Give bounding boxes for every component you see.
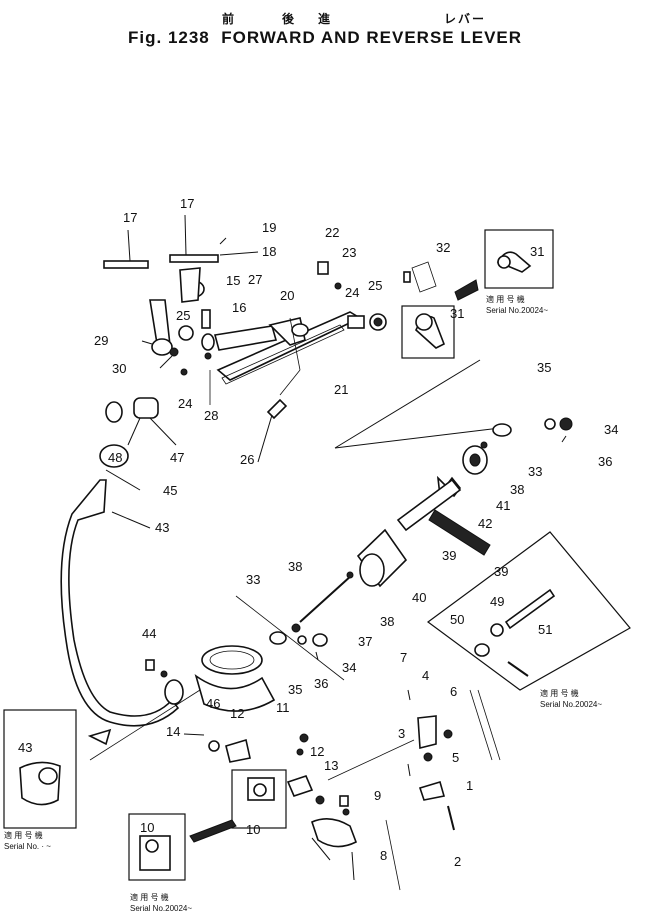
pin-shaft bbox=[396, 478, 462, 532]
label-44: 44 bbox=[142, 626, 156, 641]
label-24a: 24 bbox=[345, 285, 359, 300]
label-26: 26 bbox=[240, 452, 254, 467]
label-39b: 39 bbox=[494, 564, 508, 579]
label-3: 3 bbox=[398, 726, 405, 741]
label-46: 46 bbox=[206, 696, 220, 711]
label-7: 7 bbox=[400, 650, 407, 665]
label-2: 2 bbox=[454, 854, 461, 869]
figure-title: Fig. 1238 FORWARD AND REVERSE LEVER bbox=[128, 28, 522, 48]
label-24b: 24 bbox=[178, 396, 192, 411]
label-21: 21 bbox=[334, 382, 348, 397]
label-12b: 12 bbox=[310, 744, 324, 759]
part-labels: 17 17 19 18 15 27 16 20 22 23 24 25 25 2… bbox=[18, 196, 618, 869]
note-serial-31: Serial No.20024~ bbox=[486, 306, 548, 315]
label-5: 5 bbox=[452, 750, 459, 765]
label-33b: 33 bbox=[246, 572, 260, 587]
note-serial-10: Serial No.20024~ bbox=[130, 904, 192, 913]
label-15: 15 bbox=[226, 273, 240, 288]
label-49: 49 bbox=[490, 594, 504, 609]
label-10-inset: 10 bbox=[140, 820, 154, 835]
label-33a: 33 bbox=[528, 464, 542, 479]
label-9: 9 bbox=[374, 788, 381, 803]
label-41: 41 bbox=[496, 498, 510, 513]
label-22: 22 bbox=[325, 225, 339, 240]
label-11: 11 bbox=[276, 700, 290, 715]
label-30: 30 bbox=[112, 361, 126, 376]
label-17a: 17 bbox=[123, 210, 137, 225]
label-14: 14 bbox=[166, 724, 180, 739]
label-6: 6 bbox=[450, 684, 457, 699]
label-25a: 25 bbox=[368, 278, 382, 293]
label-50: 50 bbox=[450, 612, 464, 627]
knob-45 bbox=[99, 444, 129, 468]
sleeve-27 bbox=[213, 325, 278, 351]
label-1: 1 bbox=[466, 778, 473, 793]
english-title: FORWARD AND REVERSE LEVER bbox=[221, 28, 523, 47]
inset-lever-43 bbox=[3, 709, 77, 829]
label-29: 29 bbox=[94, 333, 108, 348]
label-28: 28 bbox=[204, 408, 218, 423]
label-42: 42 bbox=[478, 516, 492, 531]
label-32: 32 bbox=[436, 240, 450, 255]
label-39a: 39 bbox=[442, 548, 456, 563]
part-17-bar-top bbox=[169, 254, 219, 263]
label-36a: 36 bbox=[598, 454, 612, 469]
label-45: 45 bbox=[163, 483, 177, 498]
label-17b: 17 bbox=[180, 196, 194, 211]
label-31a: 31 bbox=[530, 244, 544, 259]
label-35a: 35 bbox=[537, 360, 551, 375]
label-19: 19 bbox=[262, 220, 276, 235]
label-37: 37 bbox=[358, 634, 372, 649]
note-kanji-51: 適 用 号 機 bbox=[540, 688, 579, 698]
label-38c: 38 bbox=[288, 559, 302, 574]
label-31b: 31 bbox=[450, 306, 464, 321]
label-23: 23 bbox=[342, 245, 356, 260]
label-48: 48 bbox=[108, 450, 122, 465]
label-16: 16 bbox=[232, 300, 246, 315]
label-51: 51 bbox=[538, 622, 552, 637]
label-25b: 25 bbox=[176, 308, 190, 323]
label-34b: 34 bbox=[342, 660, 356, 675]
label-38a: 38 bbox=[510, 482, 524, 497]
japanese-title-char-3: 進 bbox=[318, 12, 333, 26]
japanese-title-char-2: 後 bbox=[282, 12, 297, 26]
label-27: 27 bbox=[248, 272, 262, 287]
label-4: 4 bbox=[422, 668, 429, 683]
inset-notes: 適 用 号 機 Serial No.20024~ 適 用 号 機 Serial … bbox=[4, 294, 602, 913]
label-47: 47 bbox=[170, 450, 184, 465]
japanese-title-char-4: レバー bbox=[444, 12, 487, 26]
ring-housing bbox=[201, 645, 263, 675]
label-35b: 35 bbox=[288, 682, 302, 697]
label-18: 18 bbox=[262, 244, 276, 259]
label-40: 40 bbox=[412, 590, 426, 605]
label-43-inset: 43 bbox=[18, 740, 32, 755]
lever-43 bbox=[60, 469, 184, 746]
shaft-assembly bbox=[269, 359, 573, 661]
note-kanji-43: 適 用 号 機 bbox=[4, 830, 43, 840]
figure-label: Fig. 1238 bbox=[128, 28, 210, 47]
lower-assembly bbox=[89, 595, 501, 891]
japanese-title-char-1: 前 bbox=[222, 12, 237, 26]
label-36b: 36 bbox=[314, 676, 328, 691]
inset-part-10 bbox=[128, 813, 237, 881]
label-38b: 38 bbox=[380, 614, 394, 629]
note-kanji-31: 適 用 号 機 bbox=[486, 294, 525, 304]
label-13: 13 bbox=[324, 758, 338, 773]
note-serial-51: Serial No.20024~ bbox=[540, 700, 602, 709]
inset-rod-assembly bbox=[426, 531, 631, 691]
label-34a: 34 bbox=[604, 422, 618, 437]
upper-left-assembly bbox=[99, 214, 387, 468]
note-kanji-10: 適 用 号 機 bbox=[130, 892, 169, 902]
label-43: 43 bbox=[155, 520, 169, 535]
note-serial-43: Serial No. · ~ bbox=[4, 842, 51, 851]
inset-part-31 bbox=[401, 229, 554, 359]
part-17-bar-left bbox=[103, 260, 149, 269]
label-20: 20 bbox=[280, 288, 294, 303]
label-10a: 10 bbox=[246, 822, 260, 837]
label-12a: 12 bbox=[230, 706, 244, 721]
label-8: 8 bbox=[380, 848, 387, 863]
